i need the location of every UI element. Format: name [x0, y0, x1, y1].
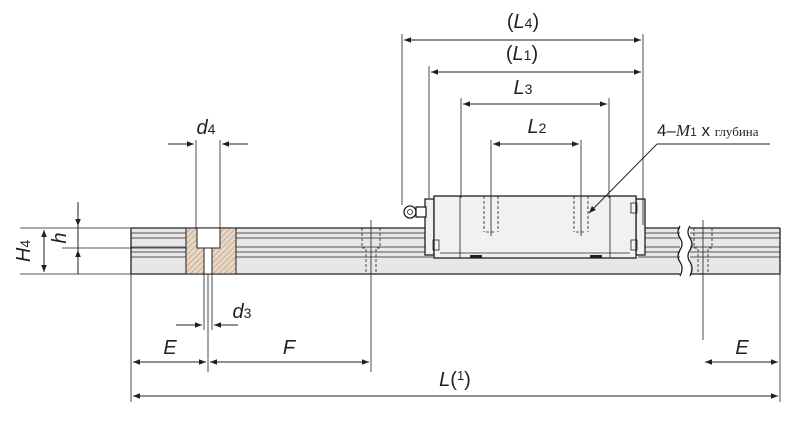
- label-M1: 4–M1 x глубина: [657, 121, 759, 140]
- rail-hidden-holes: [361, 220, 713, 372]
- label-L3: L3: [514, 77, 533, 99]
- label-L4: (L4): [507, 11, 539, 33]
- dim-F: F: [210, 337, 369, 365]
- label-L1: (L1): [506, 43, 538, 65]
- label-E-right: E: [735, 337, 749, 359]
- label-E-left: E: [163, 337, 177, 359]
- dim-E-left: E: [133, 337, 206, 365]
- label-L2: L2: [528, 116, 547, 138]
- dim-L2: L2: [493, 116, 579, 147]
- label-d3: d3: [233, 301, 252, 323]
- label-h: h: [49, 232, 71, 243]
- label-F: F: [283, 337, 297, 359]
- dim-L3: L3: [463, 77, 607, 107]
- label-H4: H4: [13, 240, 35, 262]
- dim-H4: H4: [13, 230, 47, 272]
- label-L-total: L(1): [439, 368, 471, 391]
- dim-h: h: [49, 202, 81, 274]
- rail-hole-section: [185, 227, 237, 275]
- dim-L1: (L1): [431, 43, 641, 75]
- dim-E-right: E: [705, 337, 778, 365]
- callout-M1: 4–M1 x глубина: [588, 121, 770, 214]
- label-d4: d4: [197, 117, 216, 139]
- extension-lines: [20, 34, 781, 402]
- dim-d3: d3: [176, 301, 252, 328]
- dim-L4: (L4): [404, 11, 641, 43]
- dim-d4: d4: [168, 117, 248, 147]
- carriage-block: [403, 140, 646, 259]
- dim-L-total: L(1): [133, 368, 778, 399]
